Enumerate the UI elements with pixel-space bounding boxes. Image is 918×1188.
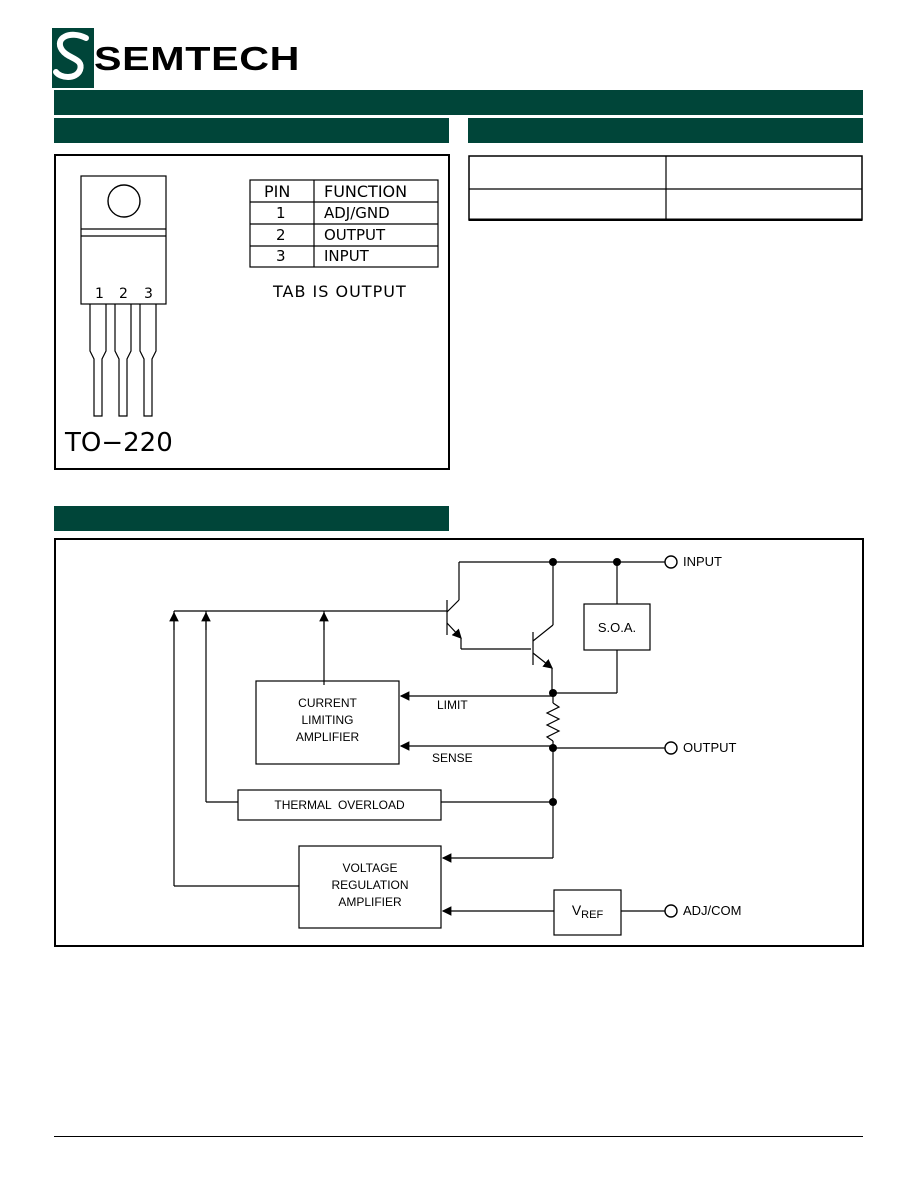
lead-number: 3 [144,286,153,302]
pin-function: INPUT [324,247,369,265]
footer-rule [54,1136,863,1137]
function-column-header: FUNCTION [324,182,408,201]
pin-number: 1 [276,204,286,222]
to220-package-drawing [80,175,439,417]
block-diagram-heading-bar [54,506,449,531]
pin-function-table [249,179,439,268]
adj-pin-label: ADJ/COM [683,903,742,918]
limit-signal-label: LIMIT [437,698,468,712]
lead-number: 2 [119,286,128,302]
block-diagram-schematic [169,555,678,936]
block-diagram-panel: INPUT OUTPUT ADJ/COM S.O.A. CURRENT LIMI… [54,538,864,947]
output-pin-label: OUTPUT [683,740,737,755]
package-leads [89,304,157,417]
input-pin-label: INPUT [683,554,722,569]
current-limiting-amplifier-label: CURRENT LIMITING AMPLIFIER [295,696,360,744]
sense-signal-label: SENSE [432,751,473,765]
thermal-overload-label: THERMAL OVERLOAD [274,798,405,812]
logo-wordmark: SEMTECH [94,40,301,77]
pin-column-header: PIN [264,182,291,201]
output-terminal-icon [664,741,678,755]
input-terminal-icon [664,555,678,569]
mounting-hole-icon [107,184,141,218]
junction-dots [549,558,621,806]
vref-block-label: VREF [571,902,604,921]
lead-number: 1 [95,286,104,302]
header-bar [54,90,863,115]
semtech-s-mark-icon [52,28,94,88]
adj-terminal-icon [664,904,678,918]
pin-config-heading-bar [54,118,449,143]
pin-number: 3 [276,247,286,265]
soa-block-label: S.O.A. [597,620,637,635]
tab-note: TAB IS OUTPUT [273,282,407,301]
ordering-info-table [468,155,863,221]
package-label: TO−220 [65,428,173,458]
pin-function: ADJ/GND [324,204,390,222]
pin-configuration-panel: PIN FUNCTION 1 ADJ/GND 2 OUTPUT 3 INPUT … [54,154,450,470]
pin-number: 2 [276,226,286,244]
terminal-circles [664,555,678,918]
voltage-regulation-amplifier-label: VOLTAGE REGULATION AMPLIFIER [331,861,409,909]
ordering-info-heading-bar [468,118,863,143]
pin-function: OUTPUT [324,226,386,244]
